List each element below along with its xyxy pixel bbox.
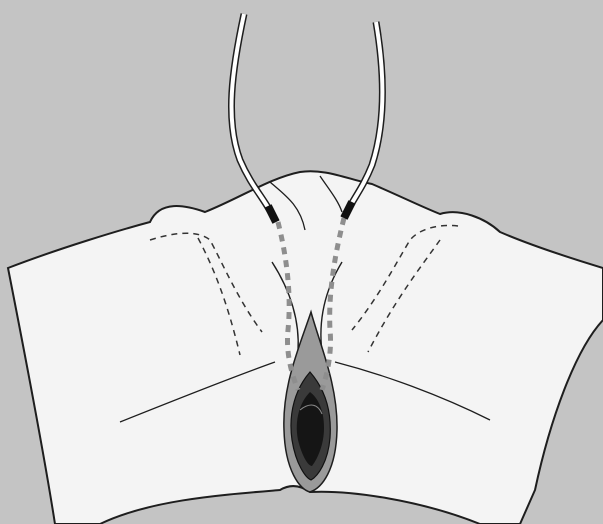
anatomical-illustration	[0, 0, 603, 524]
illustration-canvas	[0, 0, 603, 524]
